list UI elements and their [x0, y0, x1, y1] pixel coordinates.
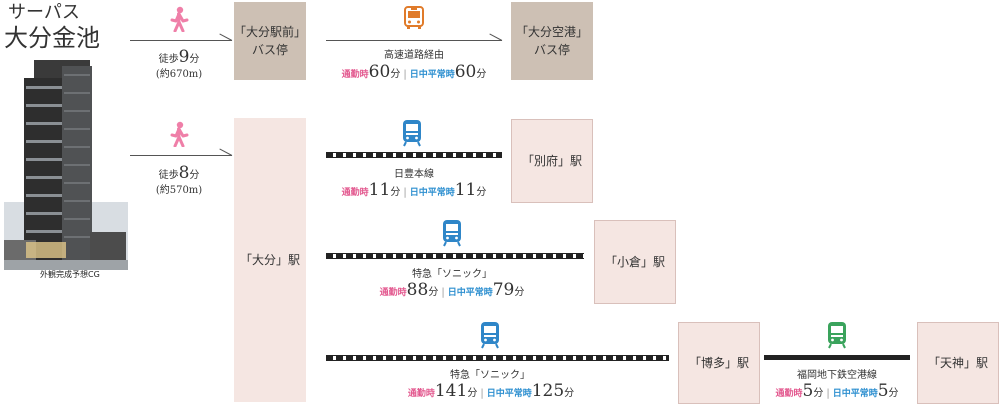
- route-name-bus: 高速道路経由: [384, 50, 444, 61]
- route-name-beppu: 日豊本線: [394, 169, 434, 180]
- route-name-hakata: 特急「ソニック」: [450, 370, 530, 381]
- subway-train-icon: [828, 322, 846, 349]
- station-tenjin: 「天神」駅: [917, 322, 999, 404]
- subway-line-tenjin: [764, 355, 910, 360]
- station-oita: 「大分」駅: [234, 118, 306, 402]
- arrow-to-oita-station: [130, 155, 232, 156]
- property-name-line1: サーパス: [8, 2, 80, 23]
- station-kokura: 「小倉」駅: [594, 220, 676, 304]
- times-beppu: 通勤時11分|日中平常時11分: [341, 180, 487, 200]
- times-hakata: 通勤時141分|日中平常時125分: [407, 381, 575, 401]
- rail-line-kokura: [326, 253, 584, 259]
- bus-icon: [404, 6, 424, 29]
- station-hakata: 「博多」駅: [678, 322, 760, 404]
- times-tenjin: 通勤時5分|日中平常時5分: [775, 381, 899, 401]
- walk-distance-train: (約570m): [155, 185, 203, 197]
- train-icon: [481, 322, 499, 349]
- arrow-bus-route: [326, 40, 502, 41]
- building-rendering: [4, 60, 128, 270]
- route-name-kokura: 特急「ソニック」: [412, 269, 492, 280]
- train-icon: [443, 220, 461, 247]
- times-bus: 通勤時60分|日中平常時60分: [341, 62, 487, 82]
- station-oita-airport: 「大分空港」 バス停: [511, 2, 593, 80]
- station-beppu: 「別府」駅: [511, 119, 593, 203]
- times-kokura: 通勤時88分|日中平常時79分: [379, 280, 525, 300]
- walk-time-bus: 徒歩9分 (約670m): [148, 46, 210, 81]
- walking-person-icon: [170, 121, 189, 147]
- walk-time-train: 徒歩8分 (約570m): [148, 162, 210, 197]
- train-icon: [403, 120, 421, 147]
- property-name-line2: 大分金池: [4, 24, 100, 52]
- station-oita-ekimae: 「大分駅前」 バス停: [234, 2, 306, 80]
- route-name-tenjin: 福岡地下鉄空港線: [797, 370, 877, 381]
- rail-line-hakata: [326, 355, 669, 361]
- cg-caption: 外観完成予想CG: [40, 270, 100, 279]
- walk-distance-bus: (約670m): [155, 69, 203, 81]
- rail-line-beppu: [326, 152, 502, 158]
- arrow-to-bus-stop: [130, 40, 232, 41]
- walking-person-icon: [170, 6, 189, 32]
